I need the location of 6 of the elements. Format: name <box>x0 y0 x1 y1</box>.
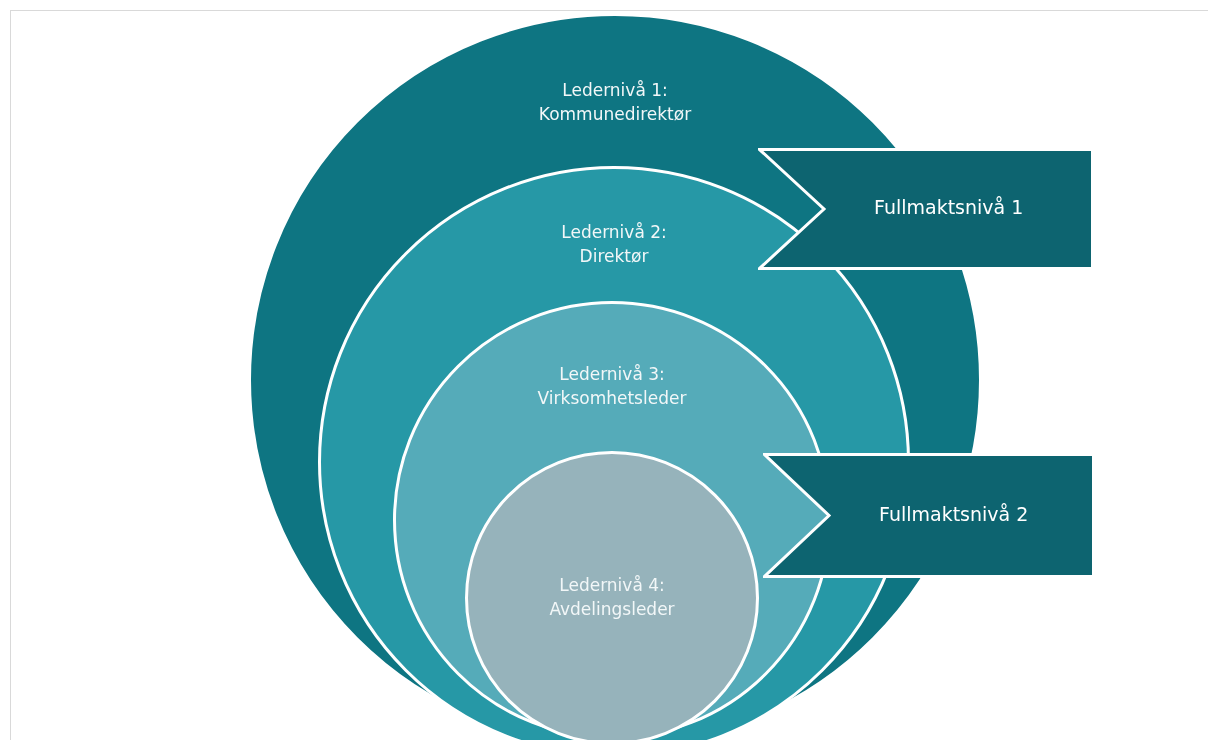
level-label: Ledernivå 4: Avdelingsleder <box>548 574 676 621</box>
banner-label: Fullmaktsnivå 2 <box>879 502 1029 525</box>
level-label: Ledernivå 1: Kommunedirektør <box>537 79 693 126</box>
level-label: Ledernivå 3: Virksomhetsleder <box>536 363 688 410</box>
banner-label: Fullmaktsnivå 1 <box>874 196 1024 218</box>
level-label: Ledernivå 2: Direktør <box>560 221 668 268</box>
